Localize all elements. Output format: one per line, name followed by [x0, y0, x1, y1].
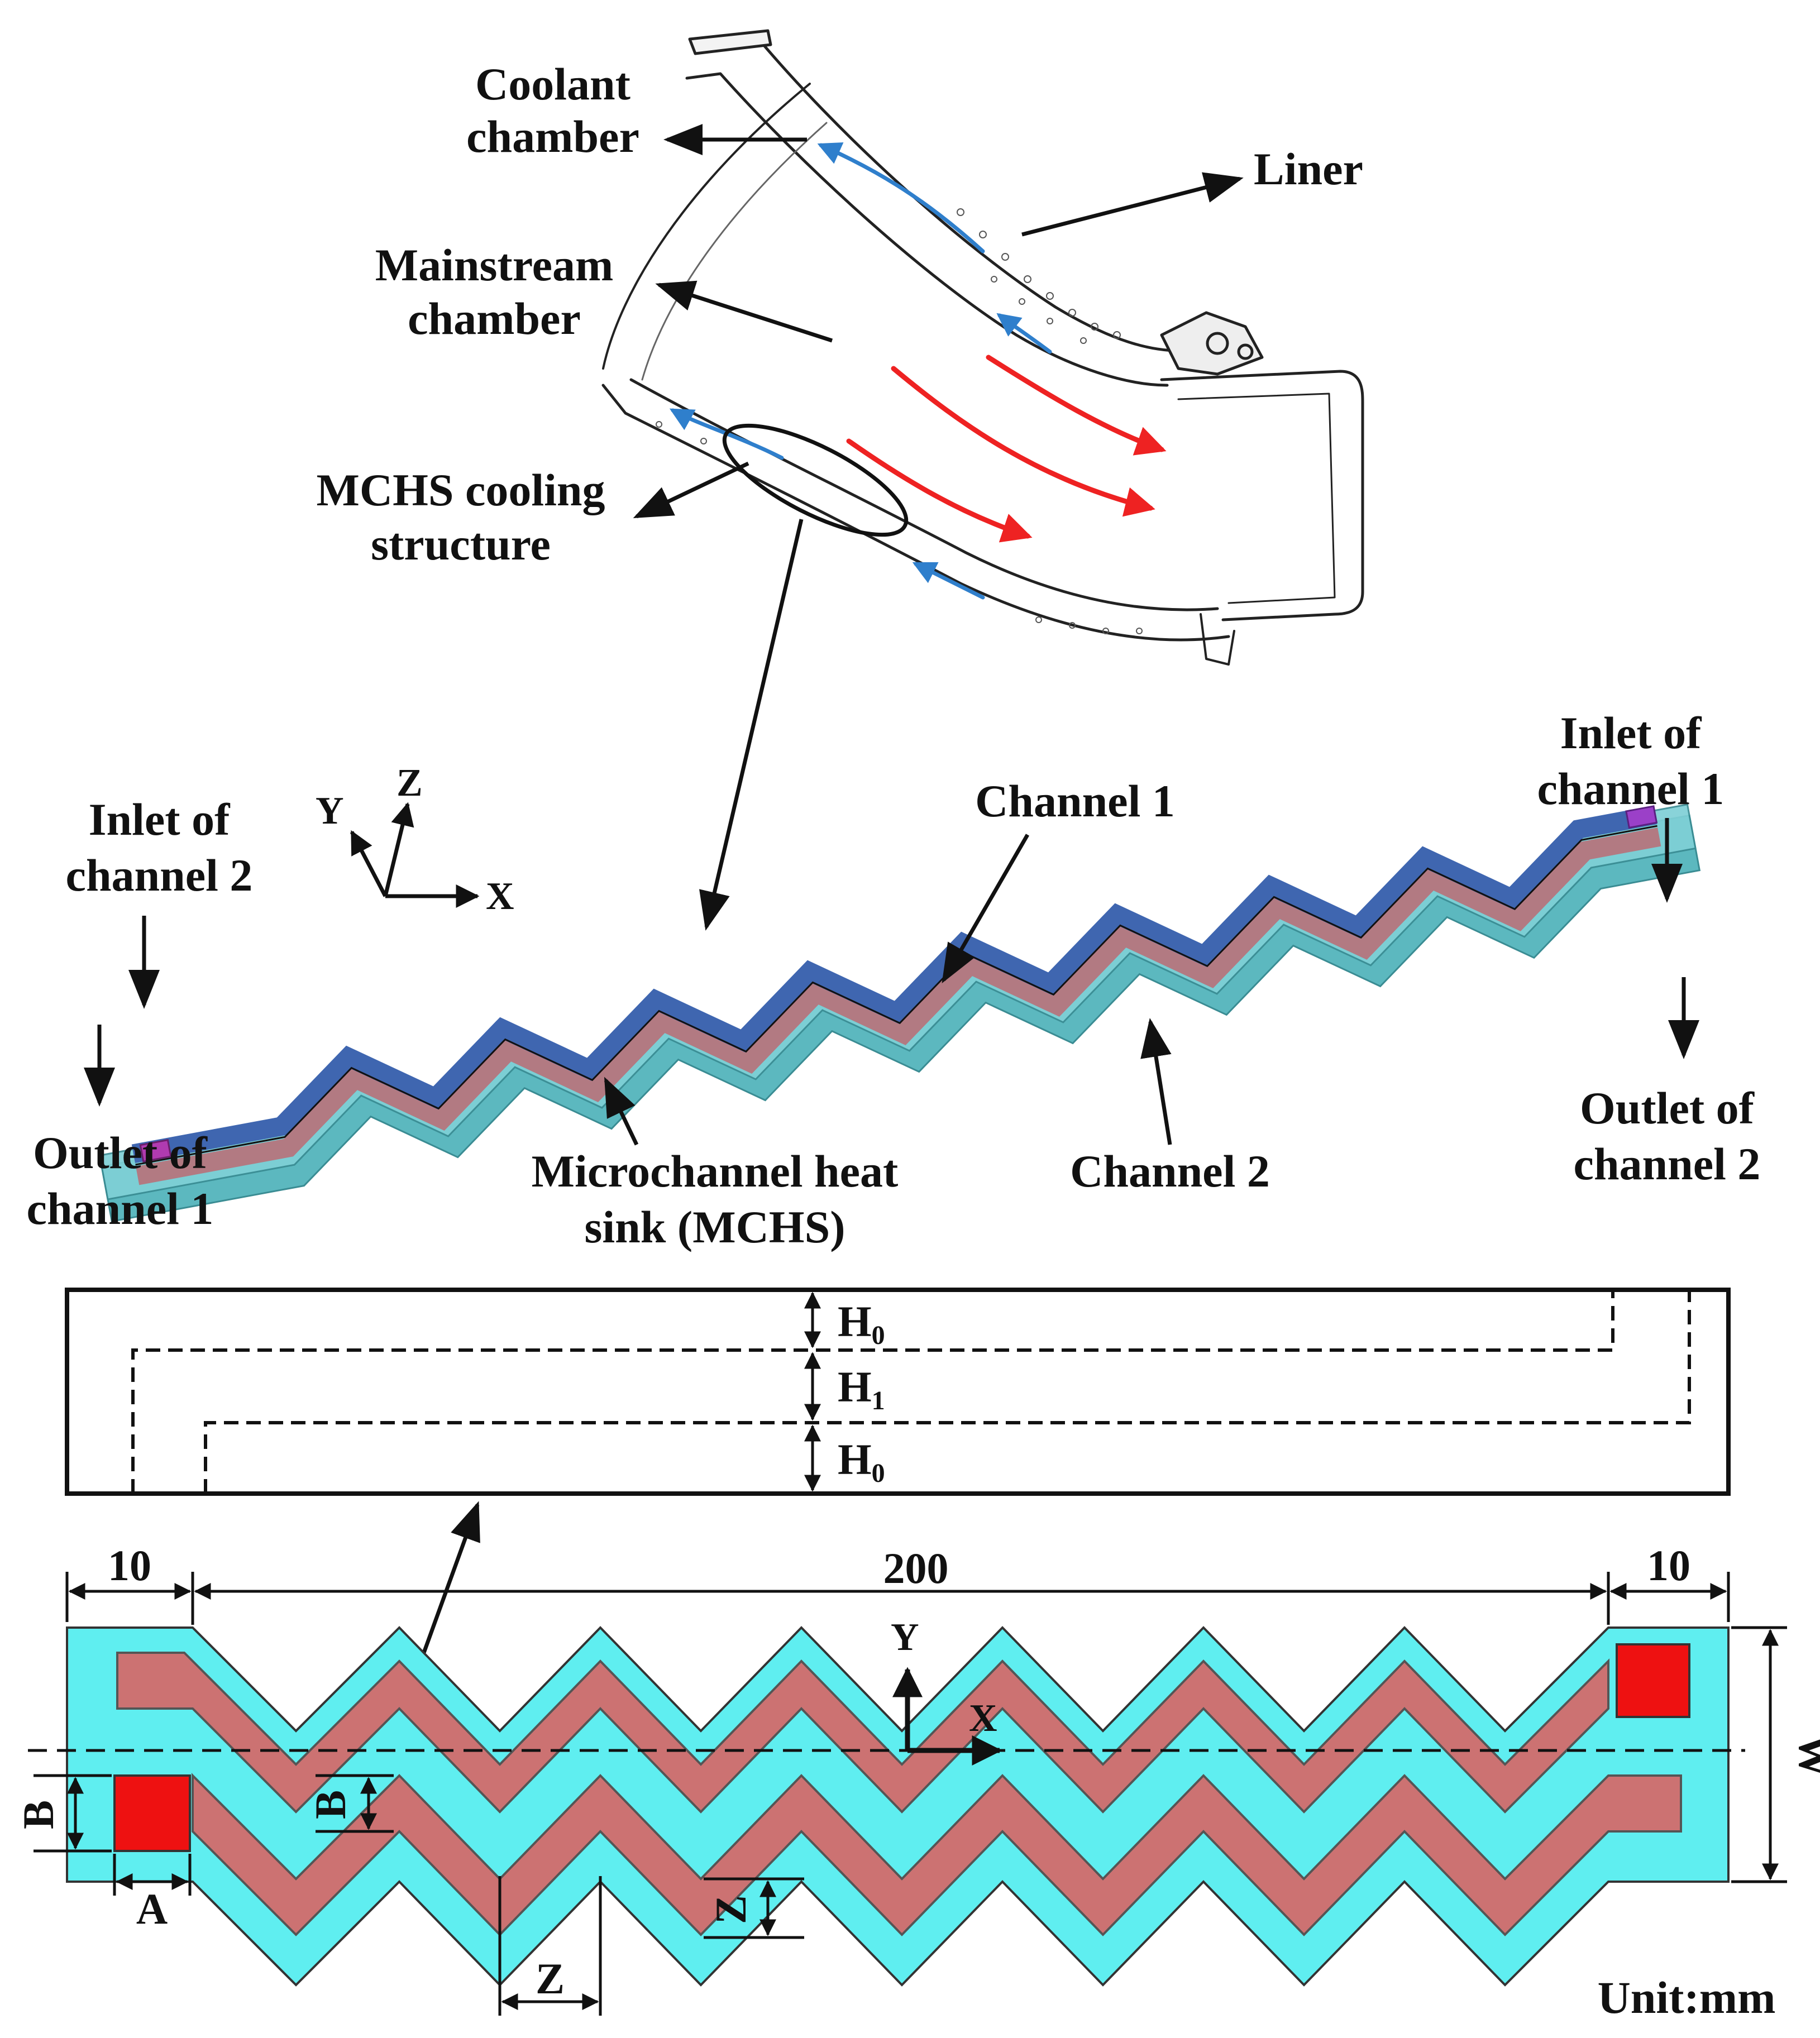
axis-3d-z-label: Z — [397, 762, 423, 805]
inlet-port-left — [113, 1774, 191, 1852]
mchs-3d-model — [98, 803, 1701, 1223]
label-mchs-cooling-1: MCHS cooling — [316, 465, 605, 515]
liner-outer-wall — [699, 32, 1186, 352]
inlet-port-right — [1616, 1643, 1690, 1718]
label-dim-inlet-b: B — [14, 1800, 63, 1829]
label-inlet-channel-1-2: channel 1 — [1537, 763, 1725, 814]
arrow-to-3d-model — [699, 519, 804, 931]
channel-1-3d — [131, 805, 1657, 1164]
arrow-liner — [1021, 172, 1244, 237]
arrow-channel-2 — [1140, 1018, 1172, 1145]
mainstream-flow-arrows — [846, 355, 1167, 543]
exit-duct-inner — [1177, 393, 1336, 604]
axis-2d-x-label: X — [969, 1697, 997, 1740]
lower-inner-wall — [629, 378, 1219, 611]
label-h1: H1 — [838, 1362, 885, 1415]
plan-view — [28, 1626, 1745, 1987]
arrow-mchs-cooling — [633, 461, 749, 519]
axis-2d-y-label: Y — [891, 1616, 919, 1659]
label-dim-span: 200 — [883, 1544, 949, 1592]
cross-section-frame — [65, 1288, 1731, 1496]
combustor-liner-sketch — [601, 29, 1364, 666]
injector-bolt-2 — [1237, 343, 1254, 360]
label-mchs-1: Microchannel heat — [532, 1146, 899, 1197]
left-opening-rim — [602, 83, 811, 370]
channel-2-3d — [136, 827, 1661, 1185]
axes-2d — [892, 1667, 1002, 1766]
cross-section-view: H0 H1 H0 — [65, 1288, 1731, 1496]
label-channel-1: Channel 1 — [975, 776, 1175, 826]
label-dim-left-end: 10 — [108, 1541, 151, 1590]
arrow-mainstream-chamber — [655, 280, 833, 343]
label-dim-inlet-a: A — [136, 1884, 168, 1933]
channel-divider-line — [135, 825, 1657, 1166]
arrow-channel-1 — [942, 834, 1030, 984]
inlet-channel-2-port-3d — [139, 1138, 172, 1163]
axes-3d — [350, 802, 480, 908]
channel-plan — [116, 1652, 1609, 1814]
channel-1-section-outline — [131, 1290, 1614, 1494]
liner-top-rim — [688, 29, 772, 55]
lower-outer-wall — [601, 384, 1230, 642]
label-dim-w: W — [1790, 1734, 1820, 1778]
label-coolant-chamber-1: Coolant — [475, 59, 630, 109]
heat-sink-3d-body — [98, 803, 1701, 1223]
label-inlet-channel-1-1: Inlet of — [1560, 707, 1703, 758]
channel-2-section-outline — [204, 1290, 1691, 1494]
axis-3d-y-label: Y — [316, 790, 344, 833]
label-inlet-channel-2-2: channel 2 — [66, 850, 253, 901]
label-mainstream-chamber-2: chamber — [408, 293, 581, 344]
axis-3d-z — [383, 802, 414, 897]
label-dim-z-vertical: Z — [706, 1895, 755, 1924]
channel-plan-lower — [192, 1773, 1682, 1936]
label-dim-z-horizontal: Z — [536, 1954, 565, 2003]
exit-duct — [1160, 370, 1364, 621]
label-mchs-cooling-2: structure — [371, 519, 551, 570]
mchs-highlight-ellipse — [722, 423, 909, 537]
flange-bottom — [1200, 613, 1235, 666]
arrow-mchs — [604, 1077, 639, 1146]
label-liner: Liner — [1254, 143, 1363, 194]
label-h0-bottom: H0 — [838, 1435, 885, 1488]
axis-3d-x-label: X — [486, 875, 514, 918]
label-unit: Unit:mm — [1598, 1972, 1776, 2023]
label-outlet-channel-2-1: Outlet of — [1580, 1083, 1755, 1133]
coolant-flow-arrows — [669, 142, 1052, 600]
label-dim-right-end: 10 — [1647, 1541, 1690, 1590]
label-inlet-channel-2-1: Inlet of — [89, 794, 231, 845]
label-outlet-channel-1-1: Outlet of — [33, 1127, 208, 1178]
label-mchs-2: sink (MCHS) — [584, 1202, 845, 1252]
label-outlet-channel-2-2: channel 2 — [1574, 1138, 1761, 1189]
liner-inner-wall — [685, 72, 1169, 387]
injector-bolt — [1206, 332, 1229, 355]
label-outlet-channel-1-2: channel 1 — [27, 1183, 214, 1234]
inner-contour — [641, 122, 828, 381]
label-mainstream-chamber-1: Mainstream — [375, 240, 614, 290]
dimension-lines — [34, 1572, 1787, 2016]
label-dim-channel-b: B — [306, 1790, 355, 1819]
inlet-channel-1-port-3d — [1625, 805, 1658, 829]
label-channel-2: Channel 2 — [1070, 1146, 1270, 1197]
axis-3d-y — [350, 830, 388, 897]
label-coolant-chamber-2: chamber — [466, 111, 639, 162]
perforation-holes — [656, 208, 1143, 634]
injector-bracket — [1160, 311, 1264, 376]
label-h0-top: H0 — [838, 1297, 885, 1350]
